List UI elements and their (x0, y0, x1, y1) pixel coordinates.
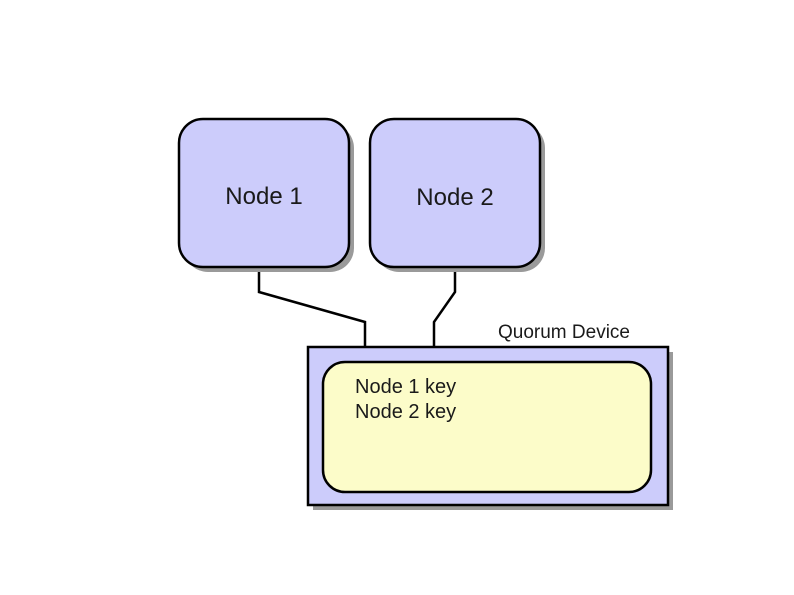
node-2-box (368, 117, 542, 269)
node-2-label: Node 2 (416, 184, 493, 211)
node-1-key-text: Node 1 key (355, 376, 456, 398)
node-1-label: Node 1 (225, 183, 302, 210)
node-1-box (177, 117, 351, 269)
key-store-box (321, 360, 653, 494)
connector-node1-device (257, 267, 367, 347)
node-1: Node 1 (177, 117, 354, 272)
quorum-device: Node 1 key Node 2 key (306, 345, 673, 510)
connector-node2-device (432, 267, 457, 347)
node-2-key-text: Node 2 key (355, 401, 456, 423)
quorum-device-label: Quorum Device (498, 322, 630, 343)
node-2: Node 2 (368, 117, 545, 272)
